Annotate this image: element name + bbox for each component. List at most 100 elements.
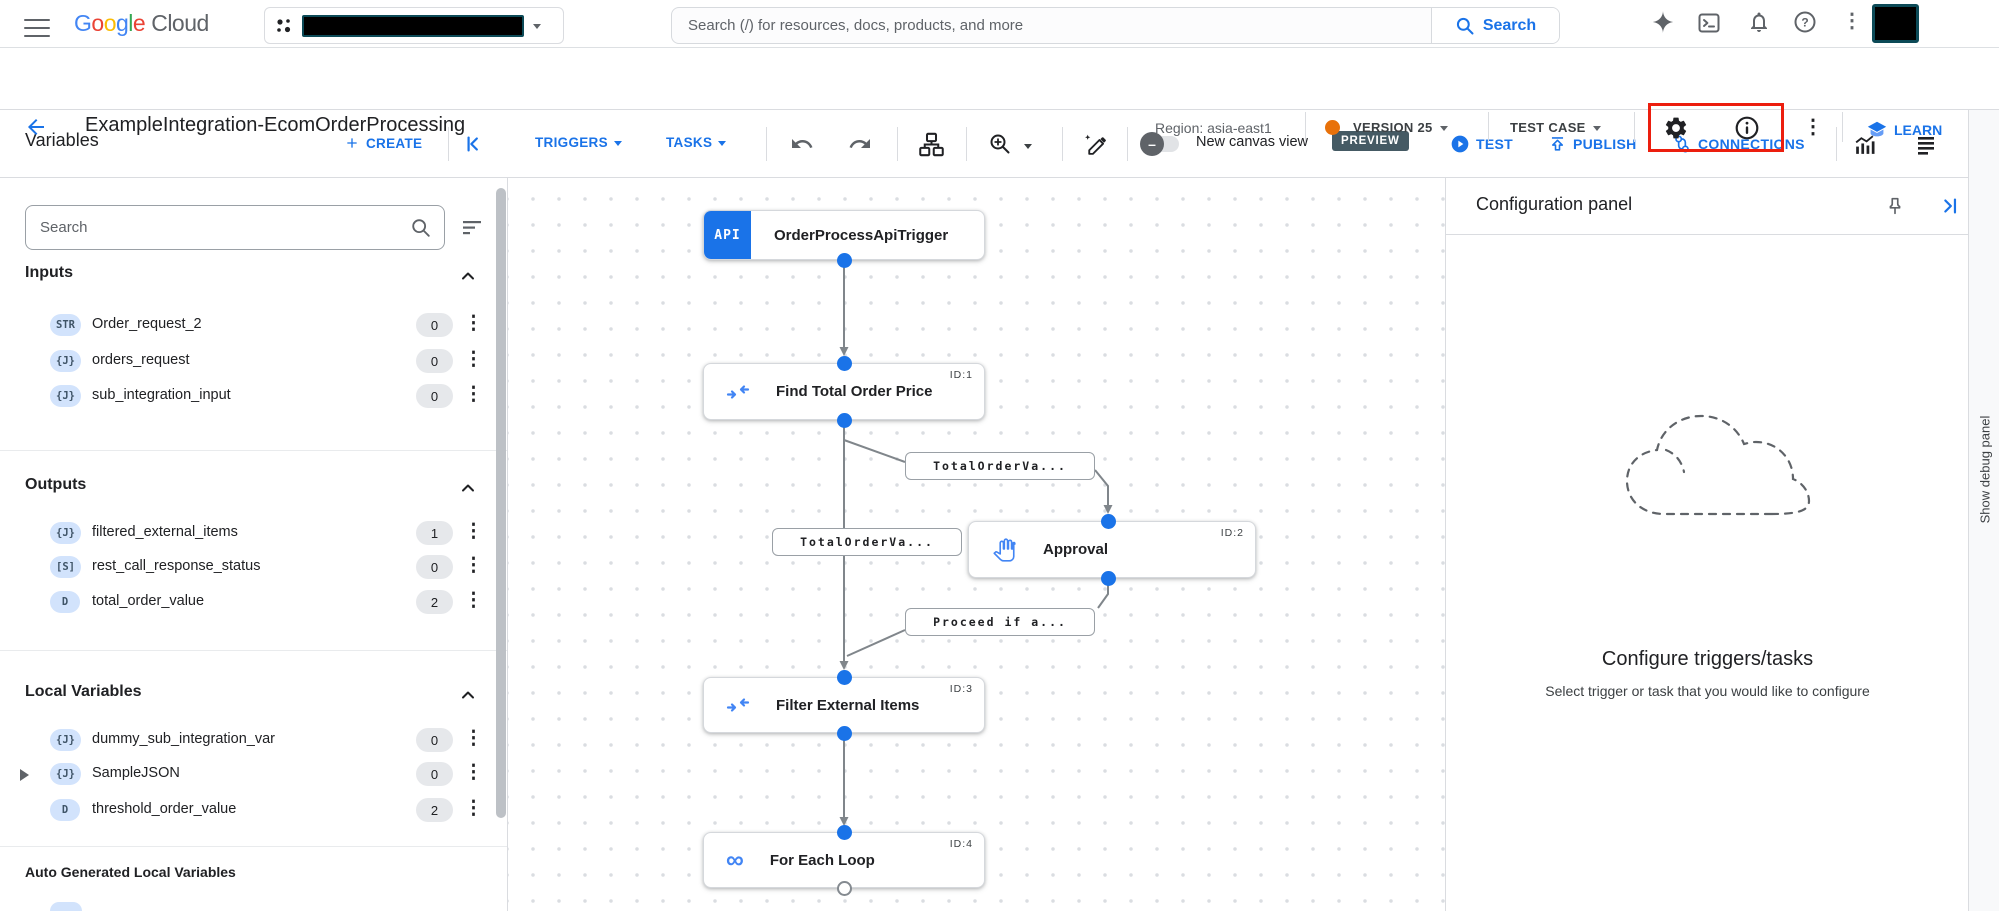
expand-triangle-icon[interactable] (20, 769, 35, 781)
edge-label[interactable]: Proceed if a... (905, 608, 1095, 636)
node-for-each-loop[interactable]: ID:4 ∞ For Each Loop (703, 832, 985, 888)
collapse-panel-right-icon[interactable] (1938, 195, 1960, 217)
menu-icon[interactable] (24, 13, 50, 37)
create-variable-button[interactable]: CREATE (344, 135, 422, 151)
variable-menu-icon[interactable]: ⋮ (464, 555, 483, 576)
variable-row[interactable]: STR Order_request_2 0 ⋮ (0, 310, 508, 342)
variable-menu-icon[interactable]: ⋮ (464, 762, 483, 783)
avatar[interactable] (1872, 4, 1919, 43)
variable-menu-icon[interactable]: ⋮ (464, 798, 483, 819)
connection-port[interactable] (1101, 571, 1116, 586)
variable-row[interactable]: {J} sub_integration_input 0 ⋮ (0, 381, 508, 413)
variable-menu-icon[interactable]: ⋮ (464, 728, 483, 749)
variables-search-input[interactable] (26, 219, 410, 236)
connection-port[interactable] (837, 356, 852, 371)
sidebar-scrollbar[interactable] (496, 188, 506, 818)
usage-count-badge: 0 (416, 762, 453, 786)
execution-log-icon[interactable] (1914, 133, 1938, 157)
connection-port-open[interactable] (837, 881, 852, 896)
variable-row[interactable]: D total_order_value 2 ⋮ (0, 587, 508, 619)
edge-label[interactable]: TotalOrderVa... (905, 452, 1095, 480)
pin-icon[interactable] (1884, 195, 1906, 217)
connection-port[interactable] (837, 253, 852, 268)
triggers-dropdown[interactable]: TRIGGERS (535, 135, 622, 150)
chevron-down-icon[interactable] (1024, 144, 1032, 153)
learn-label: LEARN (1894, 122, 1943, 138)
type-badge: {J} (50, 522, 81, 544)
integration-canvas[interactable]: TotalOrderVa... TotalOrderVa... Proceed … (508, 178, 1445, 911)
gemini-sparkle-icon[interactable] (1650, 9, 1676, 35)
variable-menu-icon[interactable]: ⋮ (464, 349, 483, 370)
more-options-icon[interactable]: ⋮ (1842, 10, 1862, 32)
connection-port[interactable] (837, 413, 852, 428)
node-find-total-order-price[interactable]: ID:1 Find Total Order Price (703, 363, 985, 420)
variable-name: total_order_value (92, 593, 205, 609)
auto-layout-icon[interactable] (918, 131, 945, 158)
usage-count-badge: 2 (416, 798, 453, 822)
type-badge: D (50, 591, 80, 613)
redo-icon[interactable] (848, 132, 872, 156)
variable-menu-icon[interactable]: ⋮ (464, 384, 483, 405)
publish-icon (1551, 137, 1564, 151)
chevron-up-icon[interactable] (458, 266, 478, 286)
edge-label[interactable]: TotalOrderVa... (772, 528, 962, 556)
search-button[interactable]: Search (1431, 8, 1559, 43)
variables-panel: Inputs STR Order_request_2 0 ⋮ {J} order… (0, 178, 508, 911)
info-icon[interactable] (1734, 115, 1760, 141)
project-selector[interactable] (264, 7, 564, 44)
learn-button[interactable]: LEARN (1866, 119, 1942, 141)
chevron-up-icon[interactable] (458, 685, 478, 705)
variable-name: dummy_sub_integration_var (92, 731, 275, 747)
variable-row[interactable]: {J} orders_request 0 ⋮ (0, 346, 508, 378)
auto-generated-section-title: Auto Generated Local Variables (25, 864, 236, 880)
configuration-panel: Configuration panel Configure triggers/t… (1445, 178, 1969, 911)
variable-row[interactable]: {J} SampleJSON 0 ⋮ (0, 759, 508, 791)
new-canvas-toggle[interactable]: – (1140, 132, 1179, 156)
node-approval[interactable]: ID:2 Approval (968, 521, 1256, 578)
divider (0, 450, 507, 451)
tasks-dropdown[interactable]: TASKS (666, 135, 727, 150)
variable-row[interactable]: D threshold_order_value 2 ⋮ (0, 795, 508, 827)
variable-row[interactable]: {J} dummy_sub_integration_var 0 ⋮ (0, 725, 508, 757)
test-case-dropdown[interactable]: TEST CASE (1510, 120, 1601, 135)
publish-button[interactable]: PUBLISH (1548, 134, 1637, 153)
variable-menu-icon[interactable]: ⋮ (464, 521, 483, 542)
test-button[interactable]: TEST (1450, 134, 1513, 154)
chevron-up-icon[interactable] (458, 478, 478, 498)
version-dropdown[interactable]: VERSION 25 (1353, 120, 1448, 135)
variable-menu-icon[interactable]: ⋮ (464, 313, 483, 334)
sort-filter-icon[interactable] (460, 216, 484, 240)
api-trigger-badge: API (704, 211, 751, 259)
type-badge: D (50, 799, 80, 821)
header-more-icon[interactable]: ⋮ (1803, 116, 1823, 138)
undo-icon[interactable] (790, 132, 814, 156)
variable-menu-icon[interactable]: ⋮ (464, 590, 483, 611)
help-icon[interactable]: ? (1793, 10, 1817, 34)
connection-port[interactable] (837, 726, 852, 741)
variable-name: threshold_order_value (92, 801, 237, 817)
node-id-label: ID:4 (949, 838, 973, 850)
variable-row[interactable]: [S] rest_call_response_status 0 ⋮ (0, 552, 508, 584)
node-filter-external-items[interactable]: ID:3 Filter External Items (703, 677, 985, 733)
notifications-bell-icon[interactable] (1747, 10, 1771, 34)
show-debug-panel-tab[interactable]: Show debug panel (1968, 110, 1999, 911)
settings-gear-icon[interactable] (1663, 115, 1689, 141)
new-canvas-view-label: New canvas view (1196, 134, 1309, 150)
metrics-chart-icon[interactable] (1852, 132, 1877, 157)
connection-port[interactable] (837, 825, 852, 840)
collapse-panel-left-icon[interactable] (464, 133, 486, 155)
node-title: Find Total Order Price (776, 383, 933, 400)
cloud-shell-icon[interactable] (1697, 11, 1721, 35)
variable-row[interactable]: {J} filtered_external_items 1 ⋮ (0, 518, 508, 550)
connection-port[interactable] (1101, 514, 1116, 529)
usage-count-badge: 0 (416, 555, 453, 579)
node-order-process-api-trigger[interactable]: API OrderProcessApiTrigger (703, 210, 985, 260)
back-arrow-icon[interactable] (24, 115, 48, 139)
usage-count-badge: 0 (416, 728, 453, 752)
magic-edit-icon[interactable] (1083, 132, 1108, 157)
search-input[interactable] (672, 17, 1431, 34)
divider (966, 127, 967, 161)
zoom-icon[interactable] (988, 132, 1012, 156)
connection-port[interactable] (837, 670, 852, 685)
